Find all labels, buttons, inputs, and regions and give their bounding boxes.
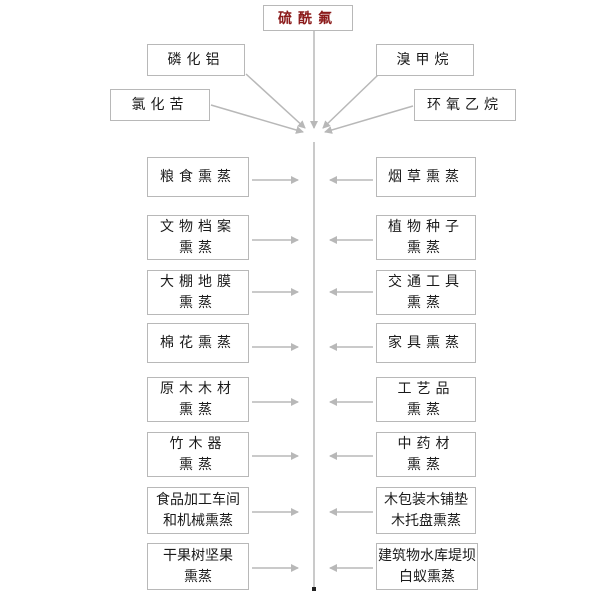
use-box-right: 交通工具 熏蒸 [376,270,476,315]
use-box-right: 烟草熏蒸 [376,157,476,197]
use-label: 中药材 熏蒸 [397,435,455,473]
use-label: 竹木器 熏蒸 [169,435,227,473]
diagram-title: 硫酰氟 [263,5,353,31]
use-box-left: 干果树坚果 熏蒸 [147,543,249,590]
source-box-left-bottom: 氯化苦 [110,89,210,121]
arrow-right-bottom [324,105,414,134]
use-label: 植物种子 熏蒸 [388,218,464,256]
source-box-right-bottom: 环氧乙烷 [414,89,516,121]
row-arrows-group [252,176,373,572]
use-label: 棉花熏蒸 [160,334,236,351]
arrow-left-bottom [210,104,304,134]
use-box-left: 竹木器 熏蒸 [147,432,249,477]
use-label: 木包装木铺垫 木托盘熏蒸 [384,491,468,529]
use-box-right: 中药材 熏蒸 [376,432,476,477]
source-label: 环氧乙烷 [427,96,503,113]
use-label: 交通工具 熏蒸 [388,273,464,311]
source-label: 磷化铝 [167,51,225,68]
use-box-left: 大棚地膜 熏蒸 [147,270,249,315]
use-label: 干果树坚果 熏蒸 [163,547,233,585]
use-box-right: 工艺品 熏蒸 [376,377,476,422]
use-box-right: 家具熏蒸 [376,323,476,363]
arrow-right-top [322,74,379,129]
source-label: 氯化苦 [131,96,189,113]
use-box-right: 建筑物水库堤坝 白蚁熏蒸 [376,543,478,590]
source-box-left-top: 磷化铝 [147,44,245,76]
use-box-right: 植物种子 熏蒸 [376,215,476,260]
use-box-left: 原木木材 熏蒸 [147,377,249,422]
use-box-left: 食品加工车间 和机械熏蒸 [147,487,249,534]
arrow-left-top [245,73,306,129]
use-label: 建筑物水库堤坝 白蚁熏蒸 [378,547,476,585]
use-label: 工艺品 熏蒸 [397,380,455,418]
use-label: 大棚地膜 熏蒸 [160,273,236,311]
use-box-left: 粮食熏蒸 [147,157,249,197]
source-label: 溴甲烷 [396,51,454,68]
use-label: 文物档案 熏蒸 [160,218,236,256]
use-box-left: 棉花熏蒸 [147,323,249,363]
use-label: 食品加工车间 和机械熏蒸 [156,491,240,529]
use-label: 烟草熏蒸 [388,168,464,185]
use-label: 家具熏蒸 [388,334,464,351]
use-box-right: 木包装木铺垫 木托盘熏蒸 [376,487,476,534]
source-box-right-top: 溴甲烷 [376,44,474,76]
use-label: 原木木材 熏蒸 [160,380,236,418]
use-label: 粮食熏蒸 [160,168,236,185]
spine-end-dot [312,587,316,591]
use-box-left: 文物档案 熏蒸 [147,215,249,260]
